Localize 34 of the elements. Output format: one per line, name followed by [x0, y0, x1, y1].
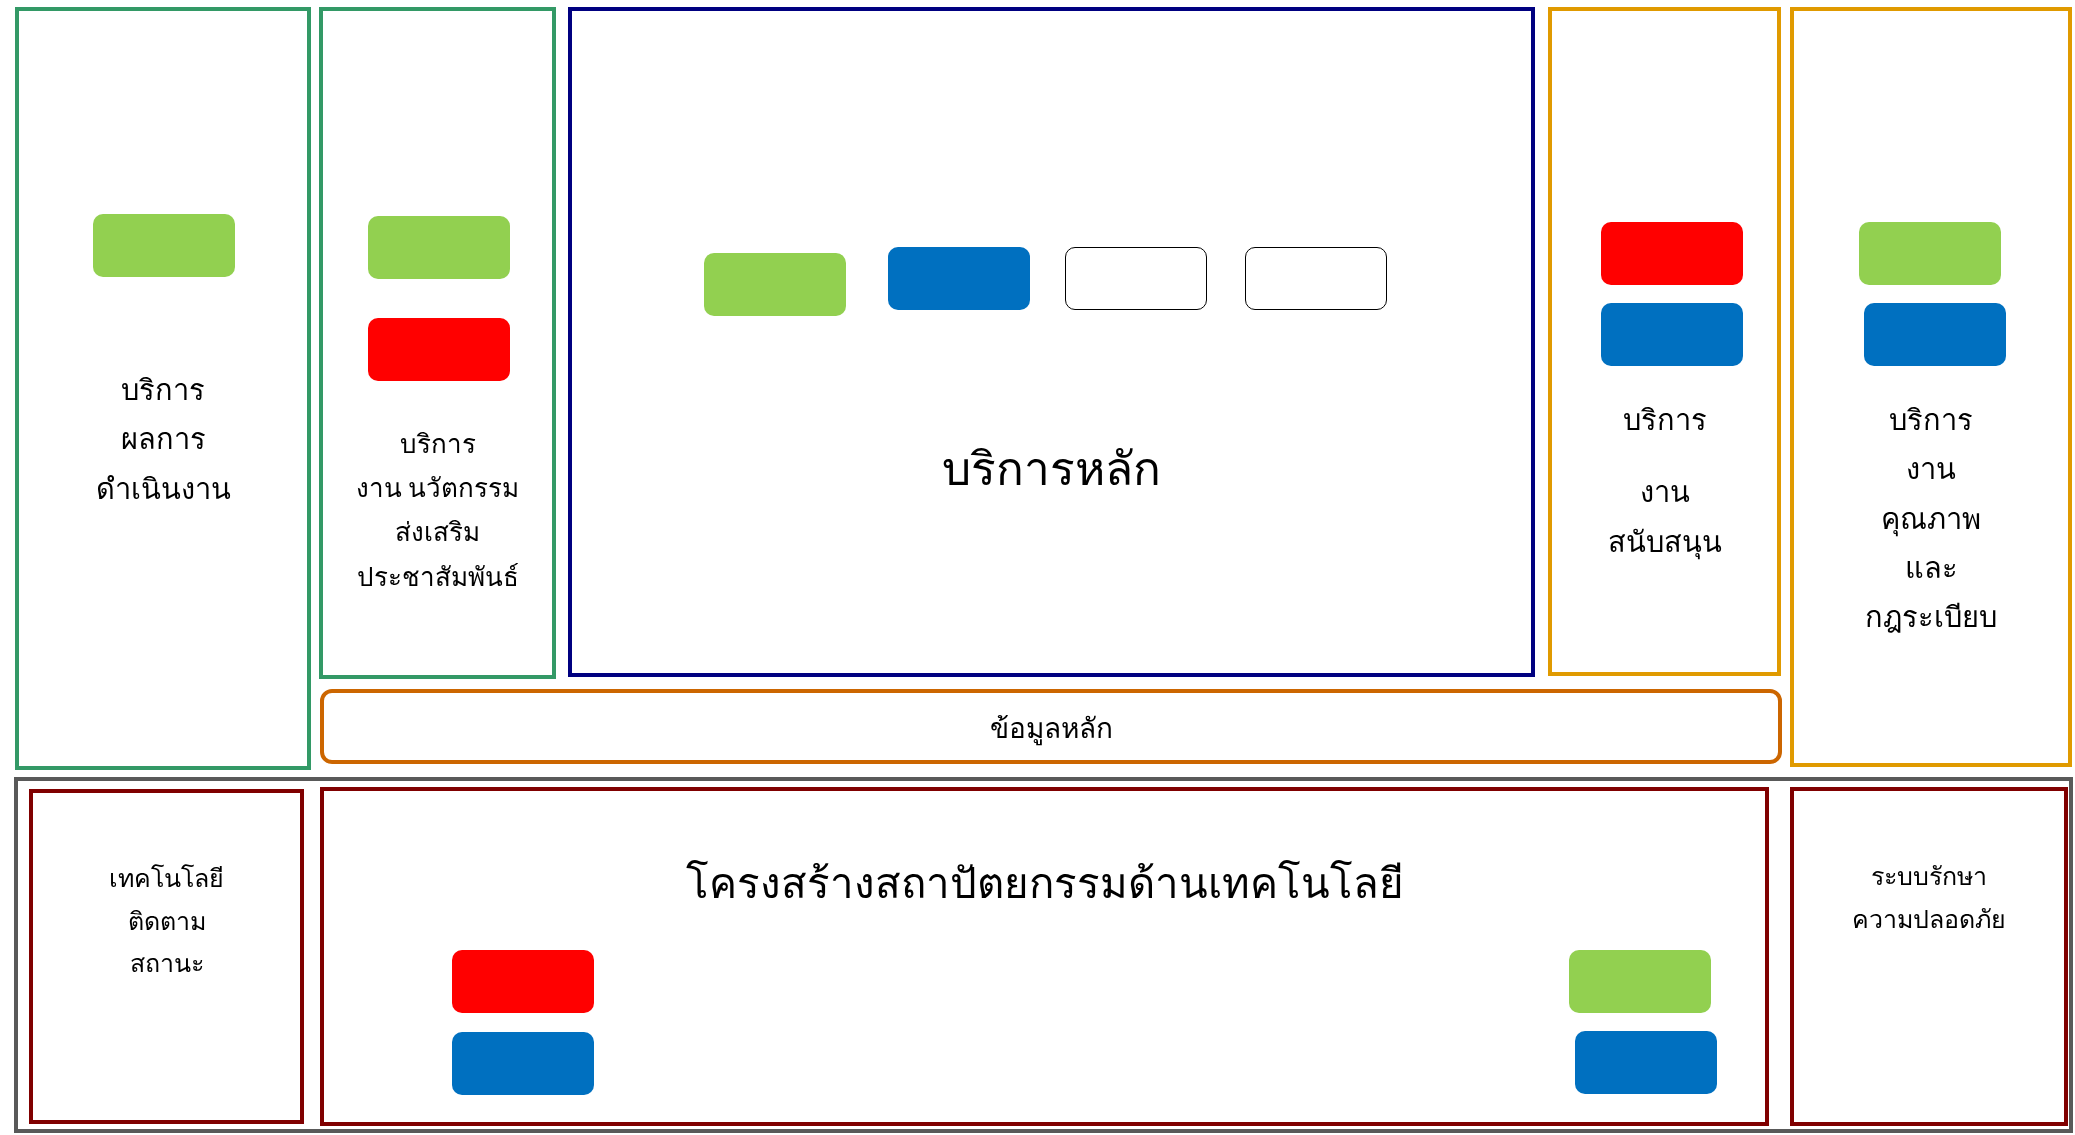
panel-label: บริการ งาน นวัตกรรม ส่งเสริม ประชาสัมพันธ์	[354, 429, 521, 594]
rounded-block	[368, 216, 510, 279]
panel-label: ระบบรักษา ความปลอดภัย	[1851, 862, 2007, 935]
rounded-block	[452, 950, 594, 1013]
rounded-block	[1864, 303, 2006, 366]
rounded-block	[1575, 1031, 1717, 1094]
technology-panel	[29, 789, 304, 1124]
panel-label: บริการ ผลการ ดำเนินงาน	[94, 373, 232, 507]
data-bar	[320, 689, 1782, 764]
security-panel	[1790, 787, 2068, 1126]
rounded-block	[1245, 247, 1387, 310]
infrastructure-frame	[14, 777, 2073, 1133]
rounded-block	[1065, 247, 1207, 310]
service-panel	[15, 7, 311, 770]
architecture-panel	[320, 787, 1769, 1126]
panel-label: บริการ งาน สนับสนุน	[1606, 403, 1723, 562]
panel-label: บริการหลัก	[941, 443, 1162, 497]
rounded-block	[368, 318, 510, 381]
rounded-block	[1859, 222, 2001, 285]
rounded-block	[93, 214, 235, 277]
rounded-block	[1601, 222, 1743, 285]
panel-label: บริการ งาน คุณภาพ และ กฎระเบียบ	[1864, 403, 1998, 636]
core-service-panel	[568, 7, 1535, 677]
rounded-block	[704, 253, 846, 316]
panel-label: เทคโนโลยี ติดตาม สถานะ	[108, 863, 225, 979]
panel-label: ข้อมูลหลัก	[988, 712, 1114, 748]
service-panel	[319, 7, 556, 679]
rounded-block	[452, 1032, 594, 1095]
service-panel	[1790, 7, 2072, 767]
rounded-block	[1569, 950, 1711, 1013]
service-panel	[1548, 7, 1781, 676]
panel-label: โครงสร้างสถาปัตยกรรมด้านเทคโนโลยี	[684, 859, 1405, 909]
rounded-block	[888, 247, 1030, 310]
rounded-block	[1601, 303, 1743, 366]
